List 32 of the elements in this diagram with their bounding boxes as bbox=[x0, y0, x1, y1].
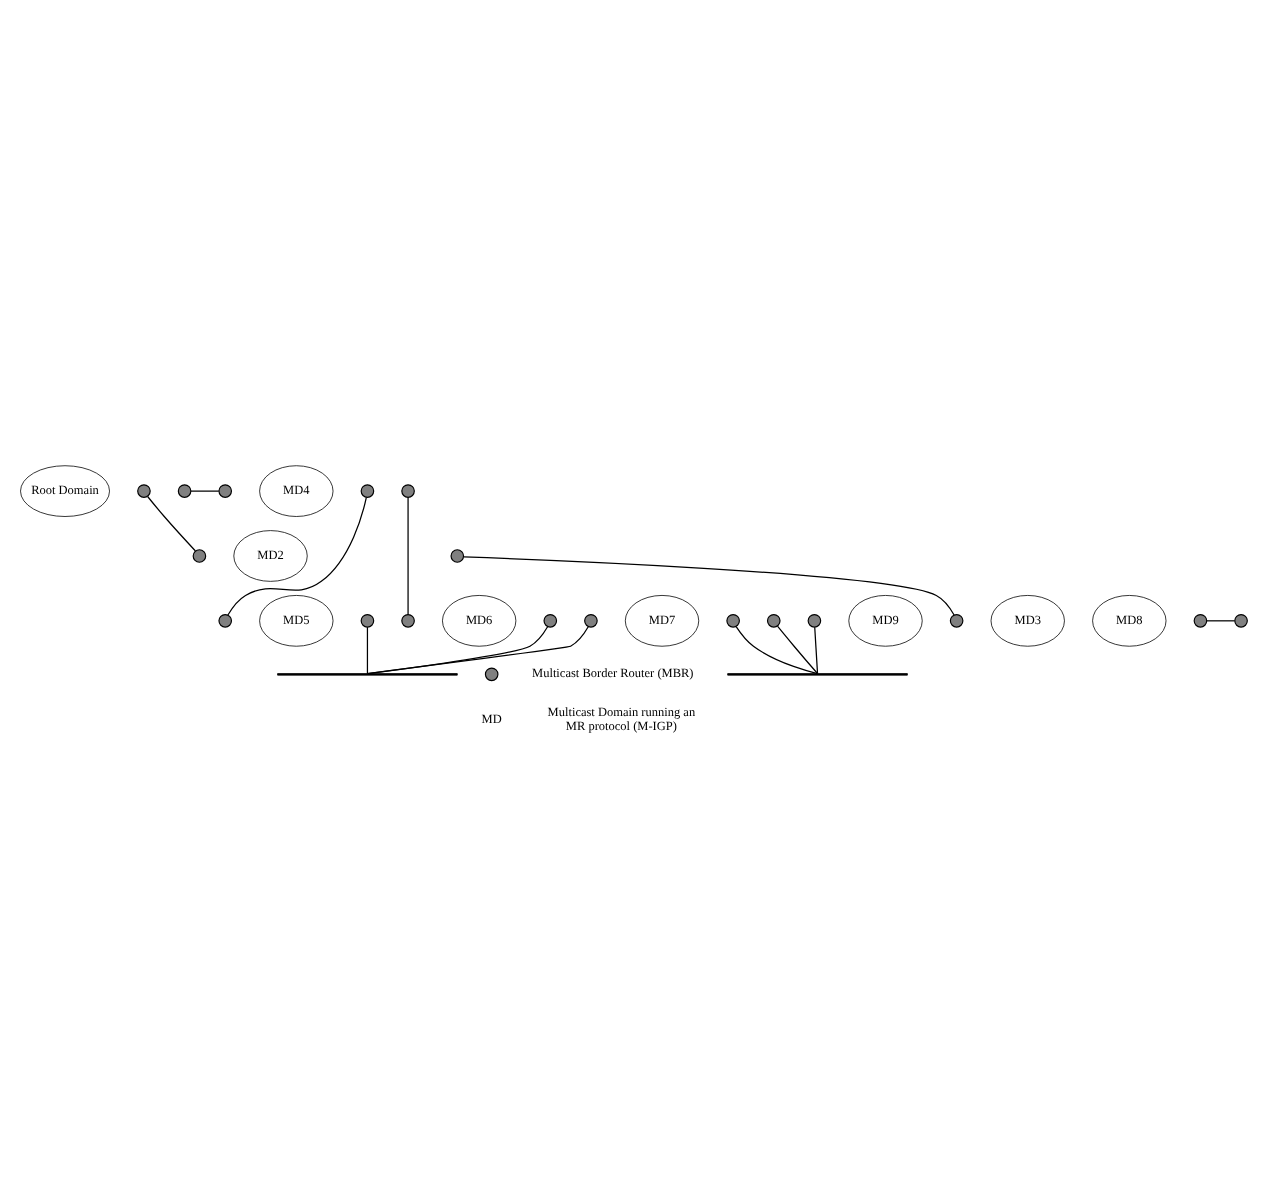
node-circle bbox=[218, 613, 233, 627]
connector bbox=[463, 555, 955, 615]
node-circle bbox=[360, 613, 375, 627]
node-bar bbox=[277, 672, 458, 675]
node-circle bbox=[401, 613, 415, 627]
node-circle bbox=[1234, 613, 1248, 627]
node-circle bbox=[450, 548, 465, 562]
node-circle bbox=[766, 613, 781, 627]
connector bbox=[147, 494, 197, 551]
node-circle bbox=[584, 613, 598, 627]
connector bbox=[407, 495, 409, 615]
node-circle bbox=[807, 613, 822, 627]
connector bbox=[366, 625, 589, 674]
connector bbox=[735, 624, 819, 674]
node-bar bbox=[727, 672, 908, 675]
node-circle bbox=[360, 483, 375, 497]
node-circle bbox=[177, 483, 192, 497]
connector bbox=[366, 625, 549, 674]
connector bbox=[776, 624, 819, 674]
node-circle bbox=[137, 483, 151, 497]
connector bbox=[1206, 619, 1236, 621]
node-circle bbox=[401, 483, 415, 497]
connector bbox=[814, 625, 819, 674]
connector bbox=[366, 625, 369, 674]
node-circle bbox=[1193, 613, 1208, 627]
connector bbox=[190, 489, 220, 491]
node-circle bbox=[543, 613, 558, 627]
node-circle bbox=[726, 613, 740, 627]
node-circle bbox=[218, 483, 233, 497]
connector bbox=[227, 495, 367, 615]
node-circle bbox=[192, 548, 207, 562]
node-circle bbox=[949, 613, 964, 627]
